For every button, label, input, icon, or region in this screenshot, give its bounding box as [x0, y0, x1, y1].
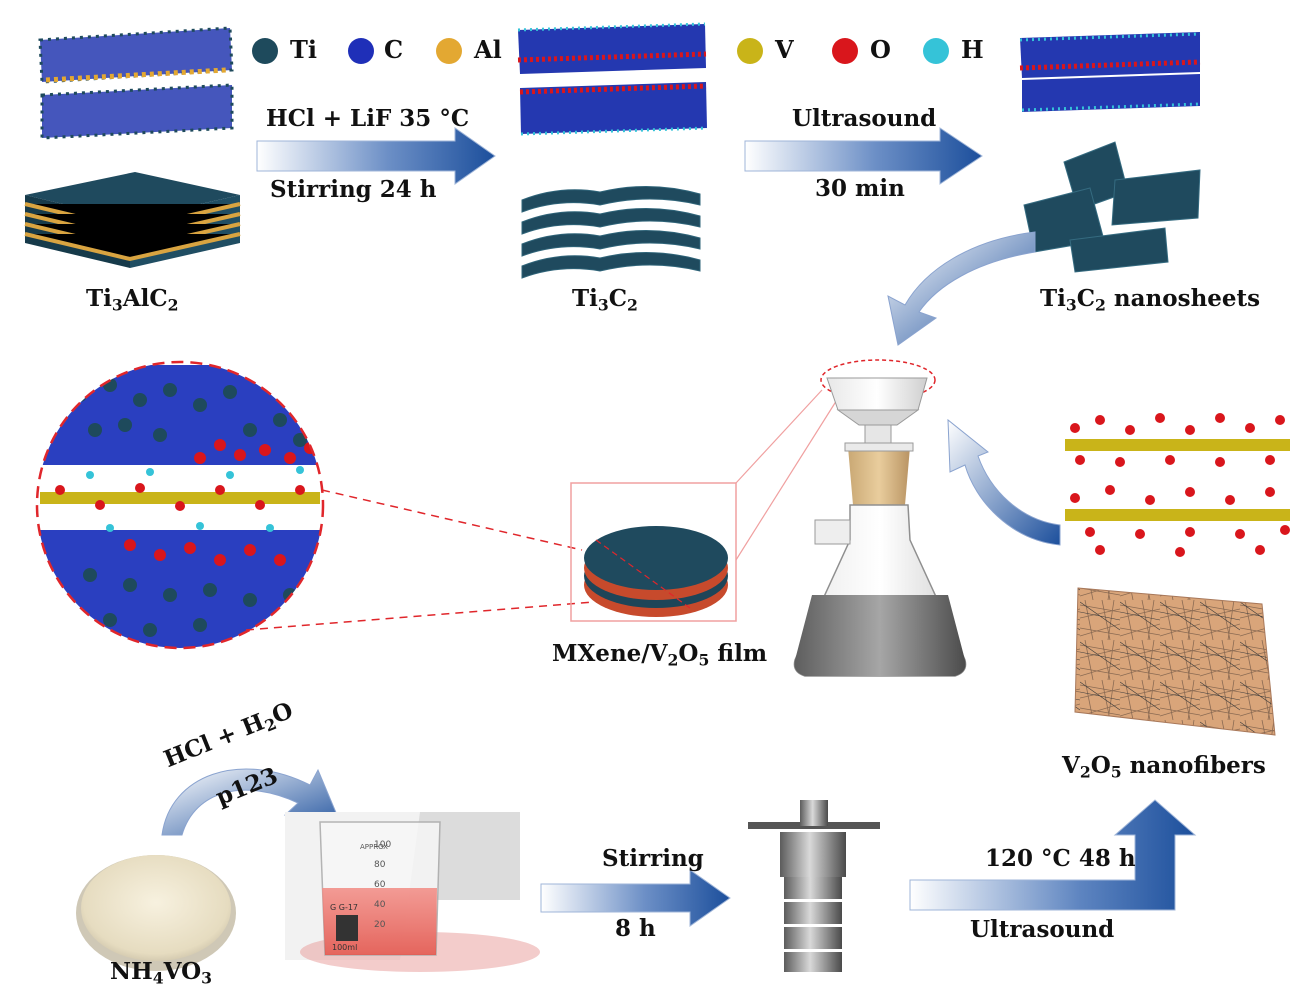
formula-subscript: 5: [1110, 762, 1122, 782]
formula-subscript: 3: [201, 968, 212, 988]
v2o5-nanofiber-mat: [1074, 587, 1276, 736]
ultrasound-arrow: [744, 127, 983, 185]
al-legend-dot: [436, 38, 462, 64]
formula-subscript: 2: [1095, 295, 1106, 315]
formula-subscript: 5: [698, 650, 710, 670]
beaker-graduations: 100 80 60 40 20: [374, 835, 391, 935]
ti3c2-crystal: [517, 22, 708, 136]
formula-part: Ti: [1040, 285, 1066, 312]
etch-duration: Stirring 24 h: [270, 176, 437, 203]
formula-subscript: 2: [667, 650, 679, 670]
label-nh4vo3: NH4VO3: [110, 958, 212, 987]
zoomed-structure: [35, 360, 595, 650]
formula-subscript: 3: [1065, 295, 1077, 315]
filtration-flask: [793, 359, 967, 677]
label-film: MXene/V2O5 film: [552, 640, 767, 669]
legend-label: V: [775, 35, 794, 64]
beaker-brand: APPROX: [360, 843, 388, 851]
beaker-mark: 40: [374, 900, 386, 910]
fibers-to-flask-arrow: [947, 418, 1061, 546]
beaker-scene: [285, 812, 540, 972]
beaker-mark: 100: [374, 840, 392, 850]
v-legend-dot: [737, 38, 763, 64]
mxene-film-art: [570, 389, 841, 622]
legend-label: H: [961, 35, 984, 64]
formula-part: nanofibers: [1121, 752, 1266, 779]
label-nanofibers: V2O5 nanofibers: [1062, 752, 1266, 781]
ti3alc2-slab: [24, 172, 241, 268]
beaker-mark: 20: [374, 920, 386, 930]
etch-condition: HCl + LiF 35 °C: [266, 105, 470, 132]
nh4vo3-powder: [76, 855, 236, 971]
beaker-label-top: G G-17: [330, 903, 359, 912]
hydrothermal-condition: 120 °C 48 h: [985, 845, 1136, 872]
formula-part: Ti: [572, 285, 598, 312]
legend-label: Al: [474, 35, 502, 64]
v2o5-structure: [1065, 413, 1290, 557]
ultrasound-duration: 30 min: [815, 175, 905, 202]
legend-label: Ti: [290, 35, 317, 64]
formula-part: O: [678, 640, 699, 667]
ti-legend-dot: [252, 38, 278, 64]
ultrasound-condition: Ultrasound: [792, 105, 937, 132]
stir-arrow: [540, 869, 731, 927]
formula-part: nanosheets: [1105, 285, 1261, 312]
formula-part: V: [1062, 752, 1080, 779]
formula-subscript: 3: [111, 295, 123, 315]
h-legend-dot: [923, 38, 949, 64]
c-legend-dot: [348, 38, 374, 64]
formula-subscript: 2: [167, 295, 179, 315]
formula-part: Ti: [86, 285, 112, 312]
hydrothermal-arrow: [909, 799, 1197, 911]
formula-part: film: [709, 640, 768, 667]
formula-part: MXene/V: [552, 640, 668, 667]
formula-part: C: [608, 285, 628, 312]
label-ti3c2: Ti3C2: [572, 285, 638, 314]
formula-subscript: 3: [597, 295, 609, 315]
beaker-mark: 60: [374, 880, 386, 890]
label-ti3alc2: Ti3AlC2: [86, 285, 179, 314]
label-nanosheets: Ti3C2 nanosheets: [1040, 285, 1260, 314]
ti3alc2-crystal: [38, 26, 234, 140]
formula-part: NH: [110, 958, 153, 985]
powder-to-beaker-arrow: [161, 768, 341, 836]
delaminated-crystal: [1019, 32, 1201, 112]
beaker-capacity: 100ml: [332, 943, 358, 952]
formula-part: AlC: [122, 285, 168, 312]
formula-subscript: 2: [1079, 762, 1091, 782]
ti3c2-sheets: [521, 185, 701, 279]
nanosheets-art: [1023, 141, 1201, 273]
autoclave: [748, 800, 880, 972]
beaker-mark: 80: [374, 860, 386, 870]
etch-arrow: [256, 127, 496, 185]
formula-subscript: 2: [627, 295, 638, 315]
formula-part: VO: [163, 958, 202, 985]
legend-label: C: [384, 35, 404, 64]
stir-duration: 8 h: [615, 915, 656, 942]
formula-part: O: [1090, 752, 1111, 779]
formula-part: C: [1076, 285, 1096, 312]
formula-subscript: 4: [152, 968, 164, 988]
legend-label: O: [870, 35, 891, 64]
stir-condition: Stirring: [602, 845, 704, 872]
nanosheets-to-funnel-arrow: [887, 231, 1036, 346]
hydrothermal-duration: Ultrasound: [970, 916, 1115, 943]
o-legend-dot: [832, 38, 858, 64]
